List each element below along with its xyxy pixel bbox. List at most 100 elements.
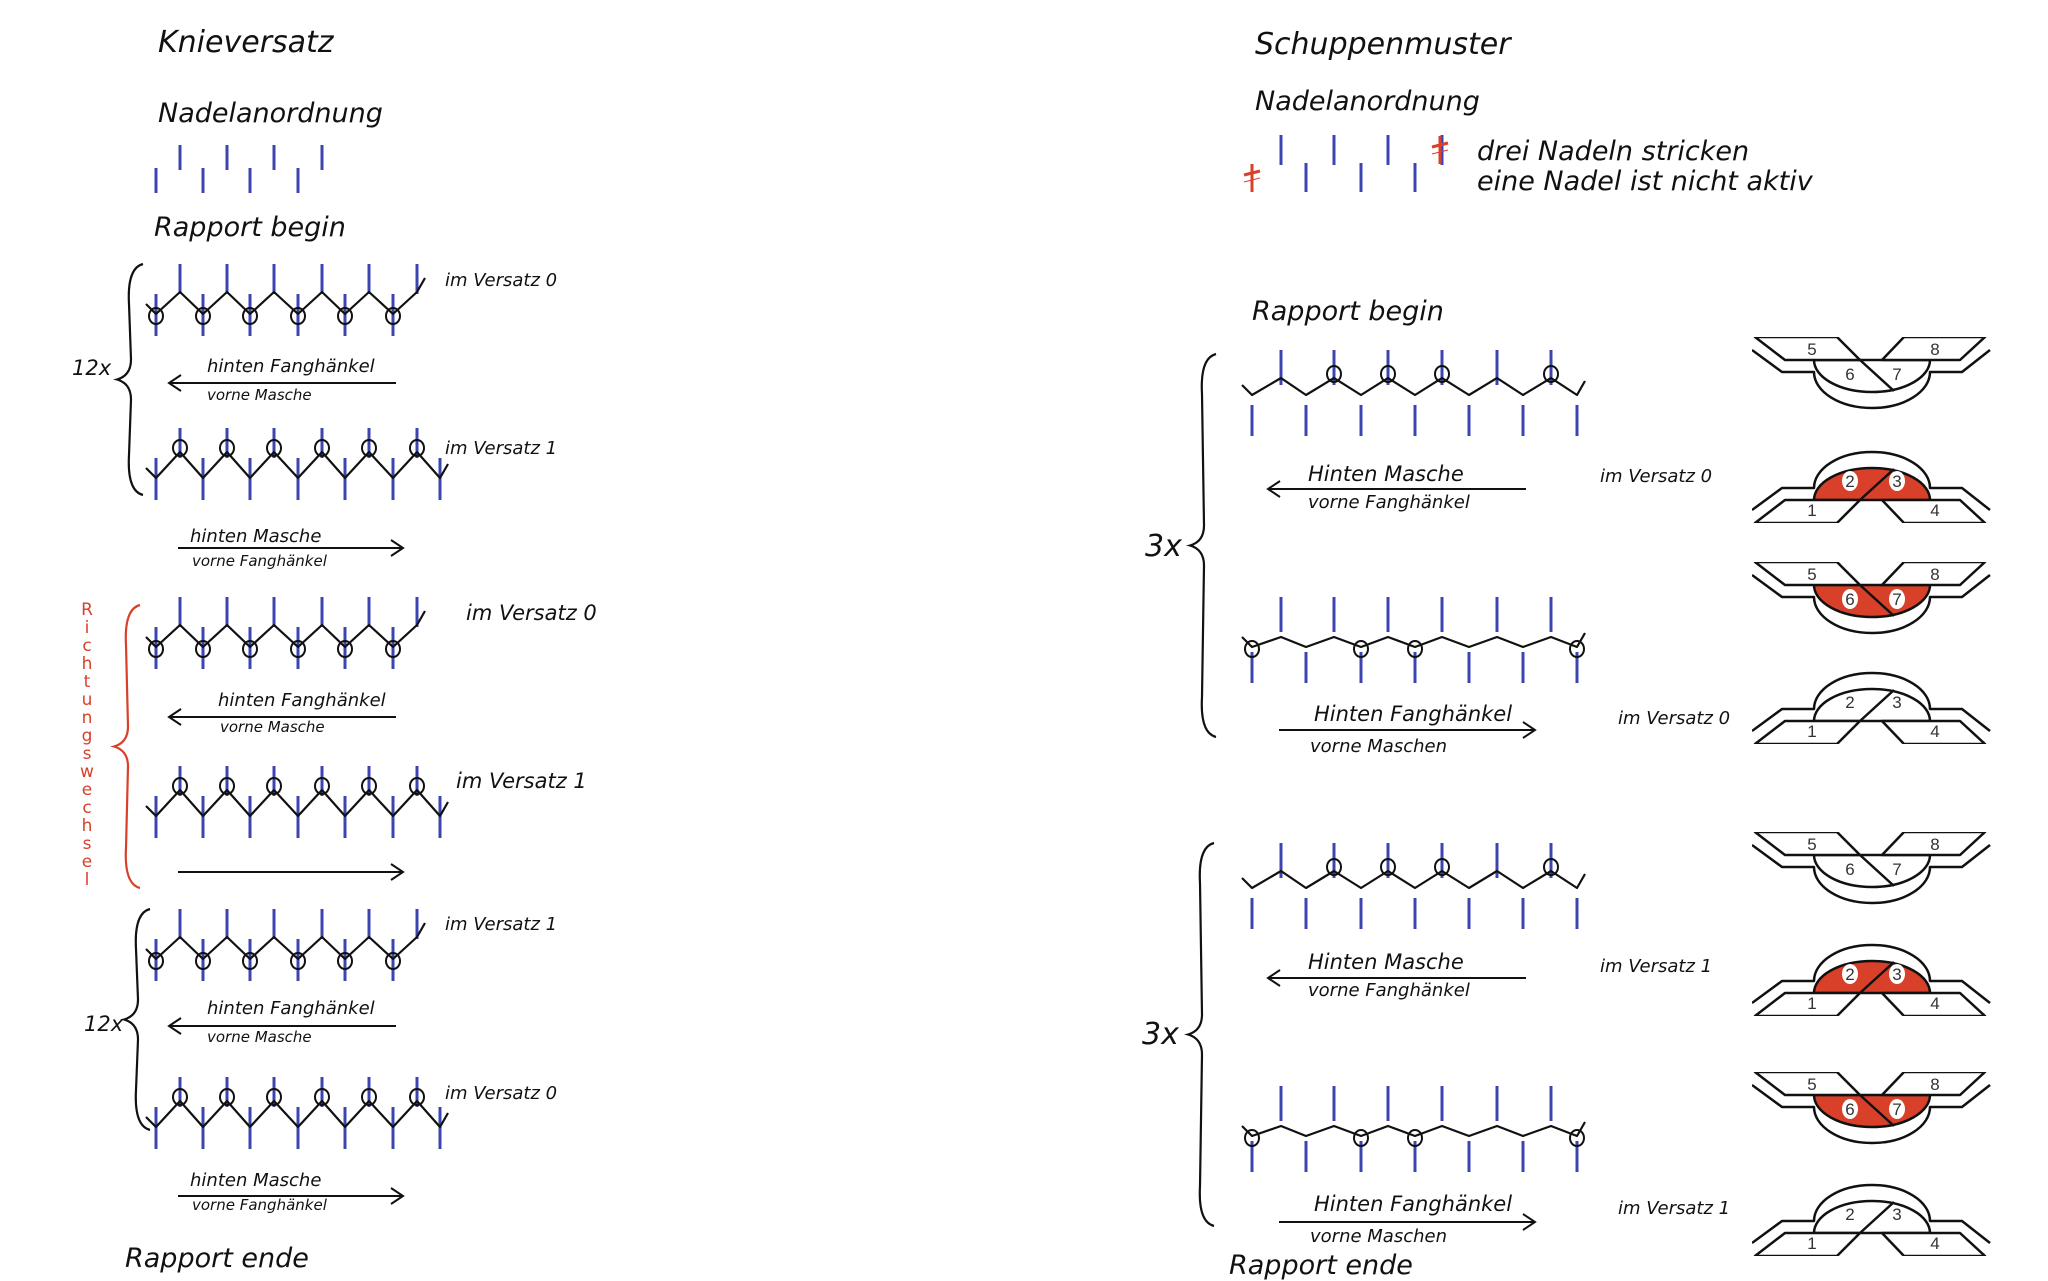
diagram-shapes <box>1752 450 1991 523</box>
arrowhead-icon <box>167 1017 182 1035</box>
number-badge <box>1842 1099 1858 1119</box>
diagram-number: 8 <box>1930 340 1939 359</box>
diagram-shapes <box>1752 671 1991 744</box>
stitch-loop <box>290 307 306 325</box>
left-rapport-begin: Rapport begin <box>154 212 346 243</box>
inner-arc <box>1812 959 1932 995</box>
stitch-loop <box>409 777 425 795</box>
inner-arc <box>1812 1199 1932 1235</box>
arrow-label-above: hinten Masche <box>190 526 322 547</box>
stitch-loop <box>361 1088 377 1106</box>
stitch-loop <box>172 439 188 457</box>
outer-band <box>1752 1083 1991 1145</box>
stitch-loop <box>242 640 258 658</box>
stitch-loop <box>1407 1129 1423 1147</box>
arrowhead-icon <box>1522 1213 1537 1231</box>
stitch-loop <box>266 777 282 795</box>
legend-needle-inactive: eine Nadel ist nicht aktiv <box>1477 166 1813 197</box>
arrowhead-icon <box>1266 969 1281 987</box>
arrow-label-below: vorne Maschen <box>1310 736 1447 757</box>
stitch-loop <box>148 307 164 325</box>
right-band <box>1880 337 1987 362</box>
left-band <box>1753 1231 1862 1256</box>
diagram-number: 3 <box>1892 965 1901 984</box>
stitch-loop <box>242 307 258 325</box>
stitch-loop <box>361 439 377 457</box>
stitch-loop <box>290 640 306 658</box>
diagram-number: 3 <box>1892 693 1901 712</box>
yarn-path <box>145 922 426 961</box>
stitch-loop <box>314 1088 330 1106</box>
stitch-loop <box>266 1088 282 1106</box>
left-band <box>1753 832 1862 857</box>
direction-change-label: Richtungswechsel <box>77 600 97 888</box>
arrow-label-below: vorne Maschen <box>1310 1226 1447 1247</box>
yarn-path <box>1241 869 1586 890</box>
outer-band <box>1752 348 1991 410</box>
number-badge <box>1889 1099 1905 1119</box>
diagram-number: 6 <box>1845 365 1854 384</box>
diagram-number: 1 <box>1807 1234 1816 1253</box>
stitch-loop <box>409 1088 425 1106</box>
arrow-label-above: hinten Masche <box>190 1170 322 1191</box>
diagram-number: 5 <box>1807 565 1816 584</box>
right-rapport-begin: Rapport begin <box>1252 296 1444 327</box>
stitch-loop <box>1434 858 1450 876</box>
stitch-loop <box>219 439 235 457</box>
arrowhead-icon <box>167 708 182 726</box>
repeat-brace <box>120 907 151 1132</box>
inner-arc <box>1812 583 1932 619</box>
row-label: im Versatz 1 <box>445 438 558 459</box>
diagram-number: 4 <box>1930 1234 1939 1253</box>
stitch-loop <box>1326 858 1342 876</box>
diagram-number: 7 <box>1892 860 1901 879</box>
arrow-label-below: vorne Fanghänkel <box>192 552 327 570</box>
diagram-number: 4 <box>1930 994 1939 1013</box>
diagram-number: 5 <box>1807 1075 1816 1094</box>
diagram-number: 2 <box>1845 1205 1854 1224</box>
stitch-loop <box>1407 640 1423 658</box>
left-band <box>1753 498 1862 523</box>
row-label: im Versatz 0 <box>466 601 597 625</box>
row-label: im Versatz 0 <box>1600 466 1713 487</box>
stitch-loop <box>242 952 258 970</box>
legend-three-needles: drei Nadeln stricken <box>1477 136 1750 167</box>
outer-band <box>1752 843 1991 905</box>
arrowhead-icon <box>390 863 405 881</box>
stitch-loop <box>219 1088 235 1106</box>
yarn-path <box>1241 632 1586 649</box>
row-label: im Versatz 1 <box>1618 1198 1731 1219</box>
right-band <box>1880 832 1987 857</box>
yarn-path <box>145 277 426 316</box>
inactive-needle-icon <box>1431 141 1449 149</box>
diagram-number: 8 <box>1930 565 1939 584</box>
left-rapport-end: Rapport ende <box>125 1243 309 1274</box>
arrow-label-above: Hinten Fanghänkel <box>1314 702 1513 726</box>
right-needle-arrangement-label: Nadelanordnung <box>1255 86 1480 117</box>
repeat-brace <box>1186 352 1217 739</box>
right-repeat-top: 3x <box>1145 529 1182 564</box>
diagram-number: 8 <box>1930 1075 1939 1094</box>
outer-band <box>1752 943 1991 1005</box>
yarn-path <box>1241 376 1586 397</box>
diagram-shapes <box>1752 1183 1991 1256</box>
stitch-loop <box>219 777 235 795</box>
left-band <box>1753 1072 1862 1097</box>
arrow-label-above: Hinten Masche <box>1308 462 1464 486</box>
yarn-path <box>145 788 449 818</box>
stitch-loop <box>314 777 330 795</box>
number-badge <box>1889 589 1905 609</box>
row-label: im Versatz 1 <box>1600 956 1713 977</box>
diagram-number: 5 <box>1807 340 1816 359</box>
arrowhead-icon <box>167 374 182 392</box>
left-band <box>1753 337 1862 362</box>
inner-arc <box>1812 466 1932 502</box>
right-repeat-bottom: 3x <box>1142 1017 1179 1052</box>
inner-arc <box>1812 358 1932 394</box>
